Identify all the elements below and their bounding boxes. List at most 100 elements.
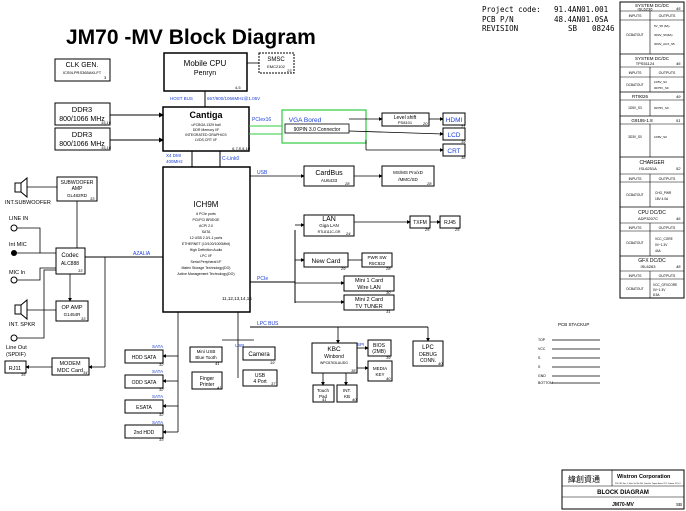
hdd-sata-label: HDD SATA	[132, 355, 157, 361]
crt-label: CRT	[447, 148, 460, 155]
mini-card-2-block: Mini 2 Card TV TUNER	[343, 294, 395, 311]
hdd-sata-block: HDD SATA	[124, 349, 164, 364]
page-ref: 28	[344, 181, 350, 186]
codec-label: Codec	[61, 253, 78, 259]
page-ref: 41	[322, 397, 326, 402]
lan-part: RTL8111C-GR	[318, 230, 341, 234]
op-amp-block: OP AMP G1454R	[55, 300, 89, 322]
subwoofer-speaker-icon	[14, 176, 28, 199]
rj11-block: RJ11	[4, 360, 27, 374]
mini-card-1-sub: Wire LAN	[357, 285, 381, 291]
dmi-speed-label: 400MHz	[166, 159, 184, 164]
odd-sata-block: ODD SATA	[124, 374, 164, 389]
spi-bus-label: SPI	[357, 342, 364, 347]
ich9m-block: ICH9M 6 PCIe ports PCI/PCI BRIDGE ACPI 2…	[162, 166, 252, 313]
page-ref: 21	[460, 124, 465, 129]
stackup-layer: VCC	[538, 347, 546, 351]
gfx-dcdc-part: ISL6263	[641, 264, 657, 269]
page-ref: 37	[271, 381, 276, 386]
op-amp-label: OP AMP	[62, 305, 83, 311]
sys-dcdc-1-inputs: INPUTS	[629, 14, 643, 18]
charger-outputs: OUTPUTS	[659, 177, 676, 181]
hdd2-label: 2nd HDD	[134, 430, 155, 436]
rj11-label: RJ11	[9, 366, 21, 372]
camera-label: Camera	[248, 352, 270, 358]
line-in-jack-icon	[10, 224, 18, 232]
bios-block: BIOS (2MB)	[367, 339, 392, 357]
project-code-value: 91.4AN01.001	[554, 5, 608, 14]
gfx-dcdc-out: 0V~1.3V	[653, 288, 666, 292]
lpc-debug-sub: DEBUG	[419, 352, 437, 358]
title-block: 緯創資通 Wistron Corporation 21F, 88, Sec.1,…	[561, 469, 685, 510]
spdif-label: (SPDIF)	[6, 352, 26, 358]
mic-in-label: MIC In	[9, 270, 25, 276]
cpu-dcdc-part: ADP3207C	[638, 216, 658, 221]
pwr-sw-block: PWR SW R5C822	[361, 252, 393, 268]
cantiga-feature: LVDS,CRT I/F	[195, 138, 217, 142]
sys-dcdc-2-title: SYSTEM DC/DC	[635, 56, 670, 61]
pcb-stackup: PCB STACKUP TOP VCC S S GND BOTTOM	[538, 322, 600, 385]
diagram-title: JM70 -MV Block Diagram	[66, 26, 316, 49]
clk-gen-block: CLK GEN. ICS9LPRS365AKLFT 3	[54, 58, 111, 82]
lan-block: LAN Giga LAN RTL8111C-GR	[303, 214, 355, 237]
int-subwoofer-label: INT.SUBWOOFER	[5, 200, 51, 206]
ich9m-feature: Active Management Technology(DO)	[177, 272, 234, 276]
page-ref: 15,16	[101, 145, 112, 150]
ich9m-feature: SATA	[202, 230, 211, 234]
sys-dcdc-1-out: 3D3V_S5(6A)	[654, 33, 673, 37]
charger-out: 18V 4.0A	[655, 197, 669, 201]
usb-4port-block: USB 4 Port	[242, 369, 278, 387]
ich9m-title: ICH9M	[194, 200, 219, 209]
bluetooth-sub: Blue Tooth	[195, 355, 217, 360]
kbc-label: KBC	[327, 346, 341, 353]
cpu-dcdc-out: 44A	[655, 249, 662, 253]
smsc-part: EMC2102	[267, 64, 286, 69]
kbc-part: WPC8763LAUDG	[320, 361, 348, 365]
int-kb-sub: KB	[344, 394, 350, 399]
card-reader-label2: /MMC/SD	[398, 177, 418, 182]
sys-dcdc-2-inputs: INPUTS	[629, 71, 643, 75]
level-shift-part: PS8101	[398, 120, 413, 125]
int-kb-block: INT. KB	[336, 384, 358, 403]
mini-card-2-sub: TV TUNER	[355, 304, 382, 310]
codec-part: ALC888	[61, 261, 79, 267]
ich9m-feature: ETHERNET (10/100/1000Mbit)	[182, 242, 230, 246]
sys-dcdc-1-out: 3D3V_AUX_S5	[654, 42, 675, 46]
vga-connector-label: 90PIN 3.0 Connector	[294, 127, 341, 133]
clk-gen-page: 3	[104, 75, 107, 80]
page-ref: 33	[78, 268, 83, 273]
stackup-layer: GND	[538, 374, 546, 378]
ich9m-feature: High Definition Audio	[190, 248, 223, 252]
page-ref: 28	[426, 181, 432, 186]
cpu-model: Penryn	[194, 70, 216, 77]
pcie-x16-label: PCIex16	[252, 117, 271, 123]
modem-sub: MDC Card	[57, 368, 83, 374]
lpc-debug-block: LPC DEBUG CONN.	[412, 340, 444, 367]
sata-bus-label-1: SATA	[152, 344, 163, 349]
line-out-jack-icon	[10, 334, 18, 342]
ich9m-feature: LPC I/F	[200, 254, 212, 258]
cpu-dcdc-inputs: INPUTS	[629, 226, 643, 230]
charger-title: CHARGER	[639, 160, 664, 166]
media-key-label: MEDIA	[373, 366, 387, 371]
page-ref: 41	[217, 385, 221, 390]
page-ref: 34	[83, 370, 88, 375]
cpu-dcdc-out: VCC_CORE	[655, 237, 673, 241]
page-ref: 32	[159, 387, 164, 392]
lan-label: LAN	[322, 216, 336, 223]
ich9m-feature: 6 PCIe ports	[196, 212, 216, 216]
touch-pad-label: Touch	[317, 388, 330, 393]
ich9m-feature: PCI/PCI BRIDGE	[192, 218, 220, 222]
page-ref: 39	[386, 355, 391, 360]
cpu-label: Mobile CPU	[184, 59, 227, 68]
sys-dcdc-1-title: SYSTEM DC/DC	[635, 3, 670, 8]
fsb-speed-label: 667/800/1066MHz@1.05V	[207, 96, 260, 101]
title-block-company: Wistron Corporation	[617, 474, 671, 480]
page-ref: 51	[676, 118, 680, 123]
sata-bus-label-4: SATA	[152, 420, 163, 425]
g9195-title: G9195-1.8	[631, 118, 653, 123]
charger-inputs: INPUTS	[629, 177, 643, 181]
media-key-block: MEDIA KEY	[367, 360, 393, 382]
title-block-chinese: 緯創資通	[568, 474, 600, 484]
